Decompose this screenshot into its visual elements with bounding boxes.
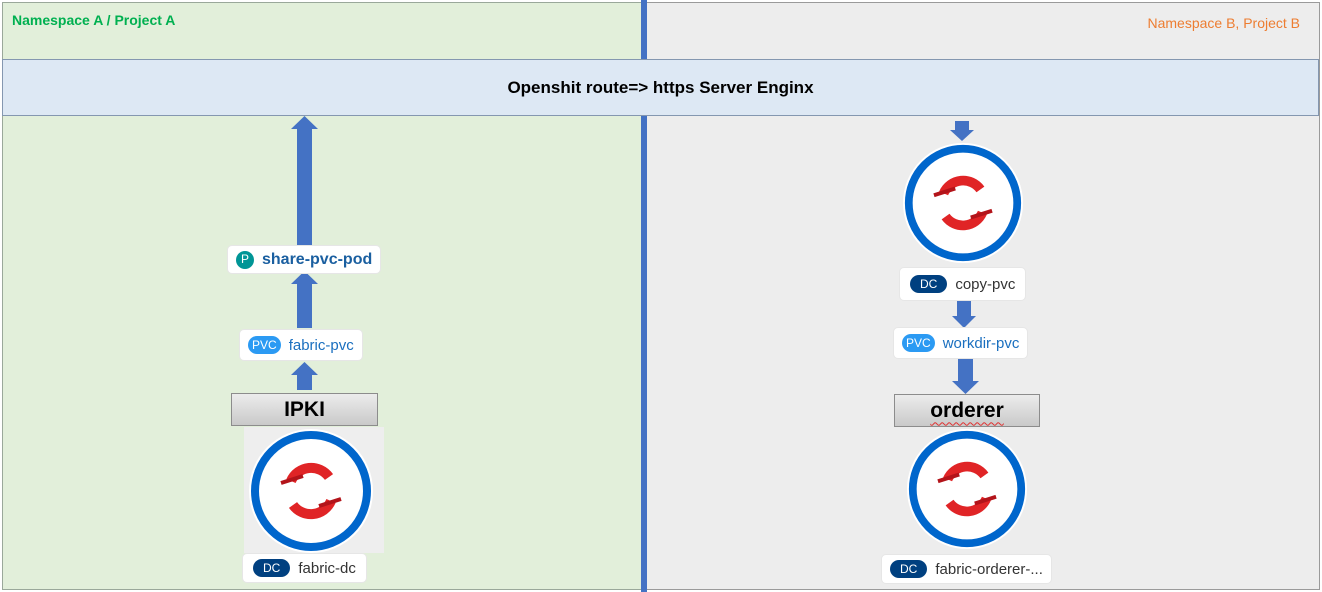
arrow-down-icon xyxy=(952,301,976,328)
ipki-label: IPKI xyxy=(284,397,325,421)
pod-tag: P xyxy=(236,250,254,269)
pvc-node-workdir[interactable]: PVC workdir-pvc xyxy=(894,328,1028,358)
dc-tag: DC xyxy=(890,560,928,578)
dc-tag: DC xyxy=(253,559,291,577)
openshift-logo-icon[interactable] xyxy=(248,428,374,554)
arrow-up-icon xyxy=(291,271,318,328)
namespace-divider xyxy=(641,0,647,592)
namespace-b-label: Namespace B, Project B xyxy=(1147,15,1300,31)
pvc-node-fabric[interactable]: PVC fabric-pvc xyxy=(240,330,362,360)
ipki-box: IPKI xyxy=(231,393,378,426)
arrow-up-icon xyxy=(291,362,318,390)
pvc-tag: PVC xyxy=(902,334,935,352)
arrow-up-icon xyxy=(291,116,318,247)
dc-tag: DC xyxy=(910,275,948,293)
dc-node-fabric[interactable]: DC fabric-dc xyxy=(243,554,366,582)
route-banner: Openshit route=> https Server Enginx xyxy=(2,59,1319,116)
dc-node-fabric-orderer[interactable]: DC fabric-orderer-... xyxy=(882,555,1051,583)
orderer-label: orderer xyxy=(930,398,1004,422)
openshift-logo-icon[interactable] xyxy=(906,428,1028,550)
pvc-label: fabric-pvc xyxy=(288,336,354,354)
namespace-a-label: Namespace A / Project A xyxy=(12,12,176,28)
orderer-box: orderer xyxy=(894,394,1040,427)
pvc-label: workdir-pvc xyxy=(942,334,1020,352)
dc-label: fabric-orderer-... xyxy=(935,560,1043,578)
pod-label: share-pvc-pod xyxy=(262,250,373,268)
dc-label: fabric-dc xyxy=(298,559,356,577)
route-label: Openshit route=> https Server Enginx xyxy=(507,77,814,97)
arrow-down-icon xyxy=(952,358,979,394)
openshift-logo-icon[interactable] xyxy=(902,142,1024,264)
arrow-down-icon xyxy=(950,121,974,141)
pvc-tag: PVC xyxy=(248,336,281,354)
dc-node-copy-pvc[interactable]: DC copy-pvc xyxy=(900,268,1026,300)
pod-node[interactable]: P share-pvc-pod xyxy=(228,246,381,273)
dc-label: copy-pvc xyxy=(955,275,1016,293)
